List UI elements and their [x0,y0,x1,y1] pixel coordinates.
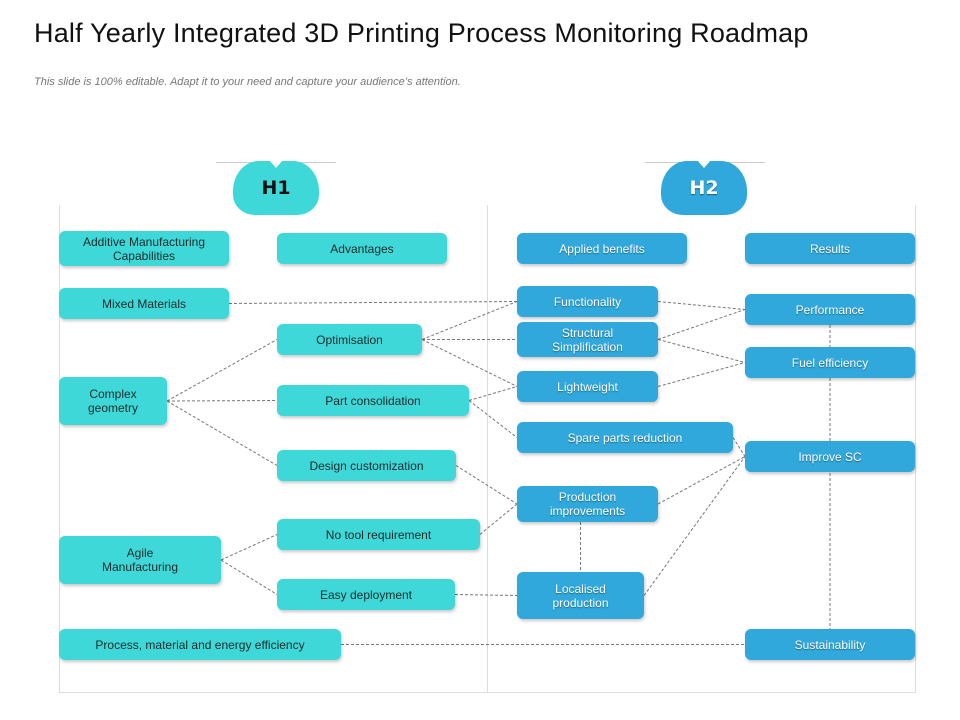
node-label: No tool requirement [325,527,432,542]
h1-tab: H1 [233,161,319,215]
node-label: Sustainability [794,637,866,652]
node-performance: Performance [745,294,915,325]
node-production-improvements: Production improvements [517,486,658,522]
node-functionality: Functionality [517,286,658,317]
node-label: Structural Simplification [552,325,623,354]
node-lightweight: Lightweight [517,371,658,402]
node-label: Performance [795,302,865,317]
connector-spare-improve [732,437,746,457]
node-label: Process, material and energy efficiency [95,637,305,652]
connector-partcons-lightweight [468,386,518,401]
node-complex-geometry: Complex geometry [59,377,167,425]
node-label: Additive Manufacturing Capabilities [82,234,206,263]
connector-localised-improve [643,456,746,596]
header-applied-benefits: Applied benefits [517,233,687,264]
header-additive-manufacturing: Additive Manufacturing Capabilities [59,231,229,266]
node-process-efficiency: Process, material and energy efficiency [59,629,341,660]
node-label: Lightweight [557,379,618,394]
node-label: Fuel efficiency [791,355,869,370]
node-improve-sc: Improve SC [745,441,915,472]
h2-tab: H2 [661,161,747,215]
node-label: Design customization [309,458,424,473]
connector-agile-notool [220,534,278,561]
page-title: Half Yearly Integrated 3D Printing Proce… [34,18,809,48]
connector-mixed-functionality [228,301,518,304]
connector-functionality-performance [657,301,746,310]
node-no-tool-requirement: No tool requirement [277,519,480,550]
connector-design-production [455,465,518,505]
header-advantages: Advantages [277,233,447,264]
connector-notool-production [479,503,518,535]
connector-structural-performance [657,309,746,340]
node-easy-deployment: Easy deployment [277,579,455,610]
connector-agile-easy [220,559,278,595]
connector-production-improve [657,456,746,505]
connector-complex-partcons [166,400,278,402]
node-agile-manufacturing: Agile Manufacturing [59,536,221,584]
node-structural-simplification: Structural Simplification [517,322,658,357]
page-subtitle: This slide is 100% editable. Adapt it to… [34,76,461,88]
node-label: Localised production [552,581,609,610]
node-label: Part consolidation [325,393,421,408]
connector-partcons-spare [468,400,518,438]
node-label: Functionality [553,294,622,309]
node-label: Results [809,241,850,256]
node-label: Optimisation [316,332,383,347]
node-optimisation: Optimisation [277,324,422,355]
header-results: Results [745,233,915,264]
node-label: Easy deployment [319,587,413,602]
node-spare-parts-reduction: Spare parts reduction [517,422,733,453]
connector-structural-fuel [657,339,746,363]
half-divider [487,205,488,693]
node-design-customization: Design customization [277,450,456,481]
connector-easy-localised [454,594,518,596]
node-sustainability: Sustainability [745,629,915,660]
connector-complex-optimisation [166,339,278,402]
node-label: Improve SC [798,449,862,464]
node-label: Complex geometry [87,387,139,415]
node-mixed-materials: Mixed Materials [59,288,229,319]
node-fuel-efficiency: Fuel efficiency [745,347,915,378]
node-label: Advantages [330,241,394,256]
node-part-consolidation: Part consolidation [277,385,469,416]
node-label: Agile Manufacturing [101,546,179,574]
node-label: Mixed Materials [101,296,187,311]
connector-complex-design [166,400,278,466]
connector-optimisation-lightweight [421,339,518,387]
node-label: Applied benefits [559,241,645,256]
node-label: Spare parts reduction [567,430,683,445]
connector-optimisation-functionality [421,301,518,340]
node-localised-production: Localised production [517,572,644,619]
node-label: Production improvements [549,490,626,518]
connector-lightweight-fuel [657,362,746,387]
